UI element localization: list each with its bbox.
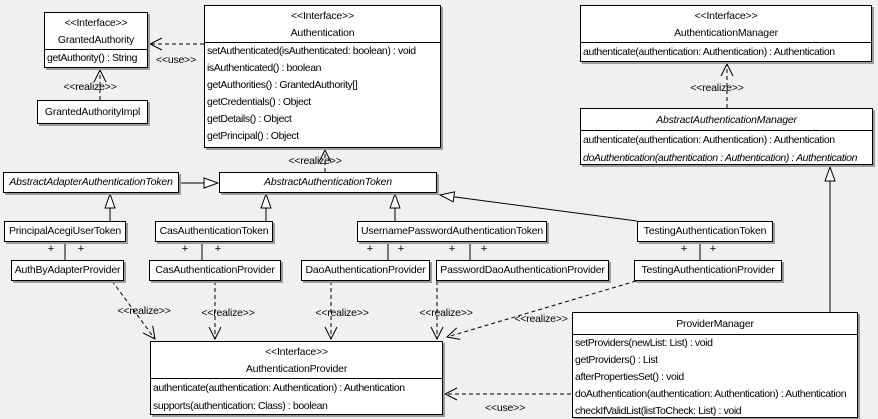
class-testing-authentication-token[interactable]: TestingAuthenticationToken xyxy=(637,221,773,242)
class-authentication[interactable]: <<Interface>> Authentication setAuthenti… xyxy=(204,5,441,148)
realize-label: <<realize>> xyxy=(419,307,473,319)
method: getAuthorities() : GrantedAuthority[] xyxy=(207,79,358,91)
class-granted-authority[interactable]: <<Interface>> GrantedAuthority getAuthor… xyxy=(44,12,148,68)
class-granted-authority-impl[interactable]: GrantedAuthorityImpl xyxy=(37,100,148,124)
class-name: PrincipalAcegiUserToken xyxy=(8,225,122,237)
class-name: TestingAuthenticationToken xyxy=(643,225,767,237)
stereotype: <<Interface>> xyxy=(265,346,328,358)
association-end-plus: + xyxy=(47,243,55,255)
association-end-plus: + xyxy=(397,243,405,255)
method: afterPropertiesSet() : void xyxy=(575,371,684,383)
method: checkIfValidList(listToCheck: List) : vo… xyxy=(575,405,742,417)
class-name: AbstractAuthenticationManager xyxy=(656,114,797,126)
method: getAuthority() : String xyxy=(47,52,138,64)
method: doAuthentication(authentication : Authen… xyxy=(583,152,858,164)
association-end-plus: + xyxy=(448,243,456,255)
stereotype: <<Interface>> xyxy=(694,10,758,22)
class-principal-acegi-user-token[interactable]: PrincipalAcegiUserToken xyxy=(4,221,126,242)
class-password-dao-authentication-provider[interactable]: PasswordDaoAuthenticationProvider xyxy=(436,260,609,281)
class-name: AuthByAdapterProvider xyxy=(14,264,121,276)
class-name: GrantedAuthority xyxy=(57,34,135,46)
class-name: CasAuthenticationProvider xyxy=(155,264,275,276)
edge-realize-authbyadapterprovider xyxy=(111,280,155,339)
class-provider-manager[interactable]: ProviderManager setProviders(newList: Li… xyxy=(572,312,858,418)
method: isAuthenticated() : boolean xyxy=(207,62,322,74)
association-end-plus: + xyxy=(181,243,189,255)
class-auth-by-adapter-provider[interactable]: AuthByAdapterProvider xyxy=(11,260,124,281)
association-end-plus: + xyxy=(680,243,688,255)
association-end-plus: + xyxy=(77,243,85,255)
method: supports(authentication: Class) : boolea… xyxy=(153,400,328,412)
class-testing-authentication-provider[interactable]: TestingAuthenticationProvider xyxy=(634,260,782,281)
method: getCredentials() : Object xyxy=(207,96,311,108)
class-name: AbstractAuthenticationToken xyxy=(264,176,392,188)
method: authenticate(authentication: Authenticat… xyxy=(153,382,405,394)
edge-realize-testingprovider xyxy=(447,280,637,337)
class-abstract-authentication-manager[interactable]: AbstractAuthenticationManager authentica… xyxy=(580,108,873,165)
class-name: AuthenticationManager xyxy=(674,27,778,39)
class-cas-authentication-token[interactable]: CasAuthenticationToken xyxy=(155,221,273,242)
realize-label: <<realize>> xyxy=(288,155,342,167)
use-label: <<use>> xyxy=(484,402,526,414)
class-name: TestingAuthenticationProvider xyxy=(641,264,775,276)
class-name: UsernamePasswordAuthenticationToken xyxy=(360,225,544,237)
method: authenticate(authentication: Authenticat… xyxy=(583,46,835,58)
realize-label: <<realize>> xyxy=(63,81,117,93)
class-name: PasswordDaoAuthenticationProvider xyxy=(440,264,605,276)
class-abstract-adapter-authentication-token[interactable]: AbstractAdapterAuthenticationToken xyxy=(3,172,179,193)
class-dao-authentication-provider[interactable]: DaoAuthenticationProvider xyxy=(301,260,430,281)
realize-label: <<realize>> xyxy=(315,307,369,319)
class-name: GrantedAuthorityImpl xyxy=(44,106,141,118)
association-end-plus: + xyxy=(366,243,374,255)
use-label: <<use>> xyxy=(155,54,197,66)
edge-generalization-testingtoken-to-abstracttoken xyxy=(440,195,638,222)
realize-label: <<realize>> xyxy=(514,313,568,325)
method: getDetails() : Object xyxy=(207,113,292,125)
class-name: AbstractAdapterAuthenticationToken xyxy=(9,176,173,188)
association-end-plus: + xyxy=(709,243,717,255)
realize-label: <<realize>> xyxy=(690,82,744,94)
class-authentication-provider[interactable]: <<Interface>> AuthenticationProvider aut… xyxy=(150,341,443,415)
method: setAuthenticated(isAuthenticated: boolea… xyxy=(207,45,416,57)
stereotype: <<Interface>> xyxy=(291,10,354,22)
class-cas-authentication-provider[interactable]: CasAuthenticationProvider xyxy=(149,260,281,281)
realize-label: <<realize>> xyxy=(201,307,255,319)
class-name: ProviderManager xyxy=(676,318,754,330)
class-authentication-manager[interactable]: <<Interface>> AuthenticationManager auth… xyxy=(580,5,872,62)
class-name: CasAuthenticationToken xyxy=(159,225,269,237)
association-end-plus: + xyxy=(480,243,488,255)
class-name: Authentication xyxy=(290,27,355,39)
class-username-password-authentication-token[interactable]: UsernamePasswordAuthenticationToken xyxy=(357,221,547,242)
stereotype: <<Interface>> xyxy=(64,17,128,29)
method: getPrincipal() : Object xyxy=(207,130,299,142)
association-end-plus: + xyxy=(214,243,222,255)
method: getProviders() : List xyxy=(575,354,658,366)
class-name: AuthenticationProvider xyxy=(245,363,348,375)
class-name: DaoAuthenticationProvider xyxy=(305,264,426,276)
method: authenticate(authentication: Authenticat… xyxy=(583,134,835,146)
method: setProviders(newList: List) : void xyxy=(575,337,713,349)
realize-label: <<realize>> xyxy=(117,305,171,317)
method: doAuthentication(authentication: Authent… xyxy=(575,388,847,400)
class-abstract-authentication-token[interactable]: AbstractAuthenticationToken xyxy=(219,172,437,193)
